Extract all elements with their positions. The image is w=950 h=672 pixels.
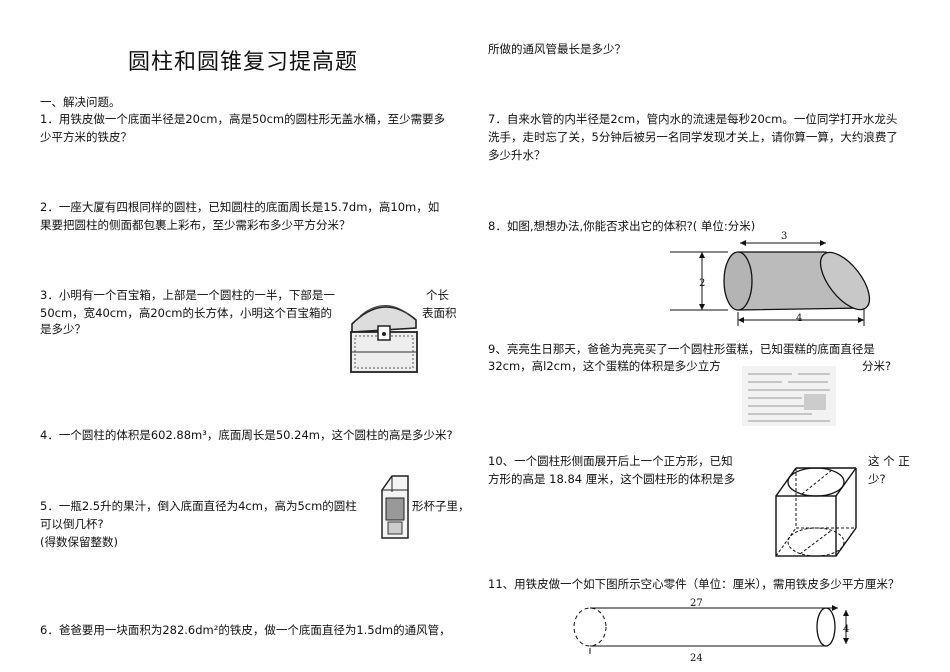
section-heading: 一、解决问题。 [40,95,121,109]
q10-line2-end: 少? [868,472,886,486]
juice-carton-image [381,475,409,539]
q11-top-label: 27 [690,598,703,609]
q8-text: 8．如图,想想办法,你能否求出它的体积?( 单位:分米) [488,219,756,233]
q1-line2: 少平方米的铁皮？ [40,130,132,144]
q8-left-label: 2 [699,278,705,289]
q10-line2: 方形的高是 18.84 厘米，这个圆柱形的体积是多 [488,472,736,486]
q9-line2: 32cm，高l2cm，这个蛋糕的体积是多少立方 [488,359,721,373]
q10-cube-cylinder-figure [775,467,857,557]
q10-line1: 10、一个圆柱形侧面展开后上一个正方形，已知 [488,454,733,468]
q7-line2: 洗手，走时忘了关，5分钟后被另一名同学发现才关上，请你算一算，大约浪费了 [488,130,898,144]
q3-line1-end: 个长 [426,288,449,302]
q5-line1: 5．一瓶2.5升的果汁，倒入底面直径为4cm，高为5cm的圆柱 [40,499,357,513]
q11-text: 11、用铁皮做一个如下图所示空心零件（单位：厘米），需用铁皮多少平方厘米？ [488,577,900,591]
q11-right-label: 4 [843,624,849,635]
q8-cylinder-figure: 3 2 4 [670,231,871,326]
q3-line2-end: 表面积 [422,306,457,320]
q5-line1-end: 形杯子里， [412,499,470,513]
q7-line3: 多少升水？ [488,148,546,162]
page-title: 圆柱和圆锥复习提高题 [128,50,359,75]
q4-text: 4．一个圆柱的体积是602.88m³，底面周长是50.24m，这个圆柱的高是多少… [40,428,453,442]
q11-bottom-label: 24 [690,653,703,664]
q3-line2: 50cm，宽40cm，高20cm的长方体，小明这个百宝箱的 [40,306,332,320]
q8-bottom-label: 4 [796,313,802,324]
q2-line2: 果要把圆柱的侧面都包裹上彩布，至少需彩布多少平方分米？ [40,218,351,232]
q6-continued: 所做的通风管最长是多少？ [488,42,626,56]
q8-top-label: 3 [781,231,787,242]
q6-text: 6．爸爸要用一块面积为282.6dm²的铁皮，做一个底面直径为1.5dm的通风管… [40,623,451,637]
q9-line1: 9、亮亮生日那天，爸爸为亮亮买了一个圆柱形蛋糕，已知蛋糕的底面直径是 [488,342,875,356]
q1-line1: 1．用铁皮做一个底面半径是20cm，高是50cm的圆柱形无盖水桶，至少需要多 [40,112,446,126]
treasure-chest-image [350,305,418,373]
q5-line3: (得数保留整数) [40,535,118,549]
q9-line2-end: 分米? [862,359,892,373]
q5-line2: 可以倒几杯? [40,517,104,531]
q7-line1: 7．自来水管的内半径是2cm，管内水的流速是每秒20cm。一位同学打开水龙头 [488,112,898,126]
scanned-page-image [742,366,836,426]
q10-line1-end: 这 个 正 [868,454,910,468]
q3-line3: 是多少？ [40,322,86,336]
q11-pipe-figure: 27 4 24 [573,598,849,664]
q3-line1: 3．小明有一个百宝箱，上部是一个圆柱的一半，下部是一 [40,288,335,302]
q2-line1: 2．一座大厦有四根同样的圆柱，已知圆柱的底面周长是15.7dm，高10m，如 [40,200,440,214]
